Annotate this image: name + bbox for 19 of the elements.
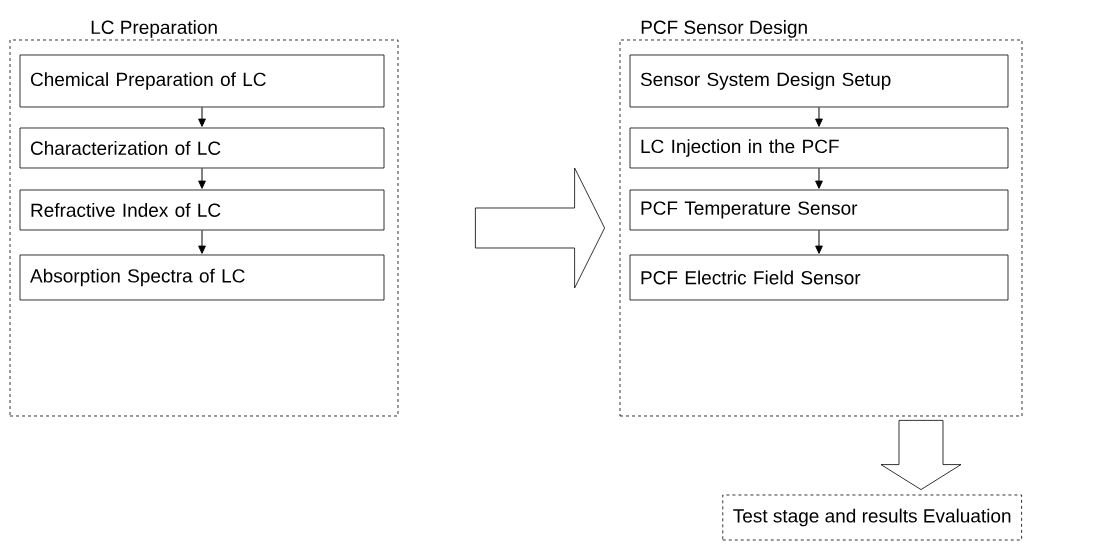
node-label: LC Preparation (91, 20, 217, 38)
process-box: PCF Temperature Sensor (629, 189, 1009, 231)
arrow (198, 167, 206, 189)
arrow (198, 106, 206, 127)
arrow (815, 229, 823, 254)
process-box: Absorption Spectra of LC (19, 254, 385, 301)
process-box: PCF Electric Field Sensor (629, 254, 1009, 301)
block-arrow (880, 420, 962, 490)
arrow (815, 167, 823, 189)
block-arrow (475, 167, 605, 289)
process-box: Refractive Index of LC (19, 189, 385, 231)
process-box: Characterization of LC (19, 127, 385, 169)
process-box: LC Injection in the PCF (629, 127, 1009, 169)
process-box: Sensor System Design Setup (629, 54, 1009, 108)
arrow (198, 229, 206, 254)
arrow (815, 106, 823, 127)
process-box: Test stage and results Evaluation (722, 494, 1022, 541)
node-label: PCF Sensor Design (641, 20, 807, 38)
process-box: Chemical Preparation of LC (19, 54, 385, 108)
